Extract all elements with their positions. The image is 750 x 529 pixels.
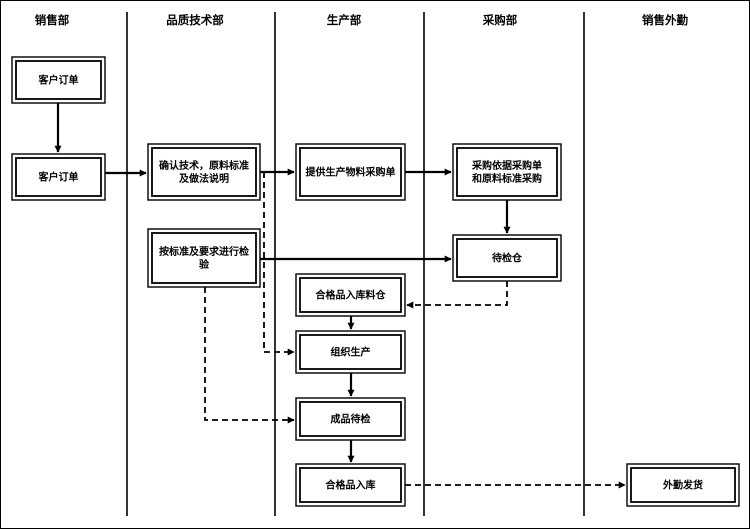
node-outer-border [626,463,740,507]
node-order1: 客户订单 [11,56,106,104]
node-pending-store: 待检仓 [452,234,562,282]
lane-layer: 销售部 品质技术部 生产部 采购部 销售外勤 [35,12,688,516]
node-outer-border [295,463,406,507]
node-inner-border [630,467,736,503]
node-inner-border [299,467,402,503]
node-layer: 客户订单客户订单确认技术，原料标准及做法说明按标准及要求进行检验提供生产物料采购… [11,56,740,507]
node-inner-border [456,147,558,197]
node-qualified-in: 合格品入库 [295,463,406,507]
node-label: 成品待检 [331,413,371,426]
lane-title-purchasing: 采购部 [482,13,518,27]
node-label: 外勤发货 [662,479,703,492]
node-label: 及做法说明 [179,172,229,185]
node-qualified-stock: 合格品入库料仓 [295,273,406,317]
node-ship: 外勤发货 [626,463,740,507]
lane-title-field-sales: 销售外勤 [642,13,688,27]
node-outer-border [452,234,562,282]
node-outer-border [295,143,406,201]
node-outer-border [295,397,406,441]
node-label: 采购依据采购单 [471,159,542,172]
edge-layer [54,103,626,489]
node-inner-border [15,60,102,100]
node-outer-border [11,56,106,104]
node-inner-border [15,157,102,197]
node-material-po: 提供生产物料采购单 [295,143,406,201]
node-outer-border [452,143,562,201]
node-outer-border [147,228,261,288]
node-outer-border [11,153,106,201]
node-label: 组织生产 [331,346,371,359]
node-organize: 组织生产 [295,330,406,374]
node-inner-border [151,147,257,197]
lane-title-sales: 销售部 [35,13,70,27]
edge-inspect-to-finished-inspect [204,287,295,424]
node-inner-border [151,232,257,284]
node-inner-border [299,401,402,437]
node-label: 待检仓 [492,252,523,265]
node-label: 合格品入库料仓 [315,289,387,302]
edge-pending-store-to-qualified-stock [406,281,508,309]
node-label: 客户订单 [38,74,79,87]
node-label: 提供生产物料采购单 [306,166,396,179]
node-outer-border [295,330,406,374]
node-finished-inspect: 成品待检 [295,397,406,441]
node-outer-border [295,273,406,317]
node-outer-border [147,143,261,201]
node-label: 确认技术，原料标准 [159,159,249,172]
node-label: 客户订单 [38,171,79,184]
node-label: 验 [199,258,210,271]
node-label: 和原料标准采购 [471,172,542,185]
edge-confirm-tech-to-organize [263,172,295,356]
lane-title-quality: 品质技术部 [166,13,224,27]
node-inner-border [299,147,402,197]
node-order2: 客户订单 [11,153,106,201]
node-label: 合格品入库 [325,479,376,492]
node-label: 按标准及要求进行检 [159,245,249,258]
lane-title-production: 生产部 [327,13,362,27]
node-inner-border [299,334,402,370]
node-inner-border [456,238,558,278]
node-inner-border [299,277,402,313]
